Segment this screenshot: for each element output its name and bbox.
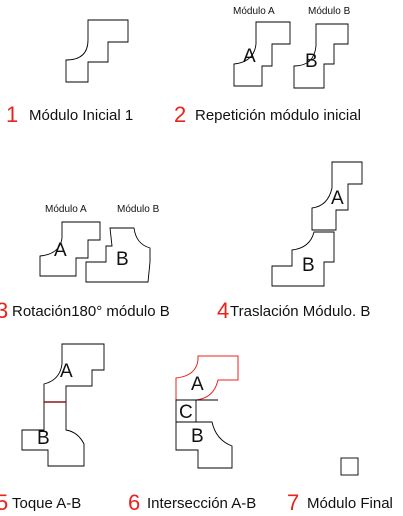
step-5-group: A B 5 Toque A-B bbox=[0, 343, 105, 515]
step-6-number: 6 bbox=[128, 490, 140, 515]
initial-module-shape bbox=[65, 19, 129, 83]
step-3-group: Módulo A Módulo B A B 3 Rotación180° mód… bbox=[0, 204, 170, 323]
step-2-caption: Repetición módulo inicial bbox=[195, 107, 361, 124]
step-7-group: 7 Módulo Final bbox=[287, 457, 393, 515]
step-5-letter-b: B bbox=[37, 428, 50, 449]
step-4-letter-b: B bbox=[302, 255, 315, 276]
step-6-letter-b: B bbox=[191, 426, 204, 447]
step-2-number: 2 bbox=[174, 102, 186, 127]
step-4-number: 4 bbox=[217, 298, 229, 323]
step-6-group: A C B 6 Intersección A-B bbox=[128, 355, 256, 515]
step-2-module-b-label: Módulo B bbox=[308, 6, 351, 17]
step-6-caption: Intersección A-B bbox=[147, 495, 256, 512]
step-6-letter-a: A bbox=[191, 374, 204, 395]
step-3-module-a-shape bbox=[39, 221, 101, 277]
step-4-caption: Traslación Módulo. B bbox=[230, 303, 370, 320]
step-3-caption: Rotación180° módulo B bbox=[12, 303, 170, 320]
step-5-module-b-shape bbox=[21, 401, 85, 467]
step-3-letter-a: A bbox=[54, 240, 67, 261]
step-4-letter-a: A bbox=[331, 188, 344, 209]
step-2-letter-a: A bbox=[243, 46, 256, 67]
step-5-caption: Toque A-B bbox=[12, 495, 81, 512]
step-1-group: 1 Módulo Inicial 1 bbox=[6, 19, 133, 127]
step-7-number: 7 bbox=[287, 490, 299, 515]
step-4-module-b-shape bbox=[271, 231, 335, 287]
step-7-caption: Módulo Final bbox=[307, 495, 393, 512]
step-3-number: 3 bbox=[0, 298, 8, 323]
step-4-group: A B 4 Traslación Módulo. B bbox=[217, 161, 370, 323]
step-3-letter-b: B bbox=[116, 249, 129, 270]
step-3-module-a-label: Módulo A bbox=[45, 204, 87, 215]
step-5-number: 5 bbox=[0, 490, 8, 515]
step-5-module-a-shape bbox=[43, 343, 105, 403]
step-3-module-b-label: Módulo B bbox=[117, 204, 160, 215]
step-1-number: 1 bbox=[6, 102, 18, 127]
step-6-letter-c: C bbox=[179, 402, 193, 423]
step-4-module-a-shape bbox=[311, 161, 363, 231]
step-3-module-b-shape bbox=[85, 227, 151, 283]
step-2-module-a-label: Módulo A bbox=[233, 6, 275, 17]
step-2-module-b-shape bbox=[293, 23, 349, 89]
step-6-module-b-shape bbox=[175, 421, 233, 469]
step-2-module-a-shape bbox=[233, 21, 291, 87]
step-2-group: Módulo A Módulo B A B 2 Repetición módul… bbox=[174, 6, 361, 127]
step-6-module-a-outline bbox=[175, 355, 239, 401]
step-2-letter-b: B bbox=[305, 51, 318, 72]
step-5-letter-a: A bbox=[60, 361, 73, 382]
final-module-square bbox=[340, 457, 359, 476]
step-1-caption: Módulo Inicial 1 bbox=[29, 107, 133, 124]
